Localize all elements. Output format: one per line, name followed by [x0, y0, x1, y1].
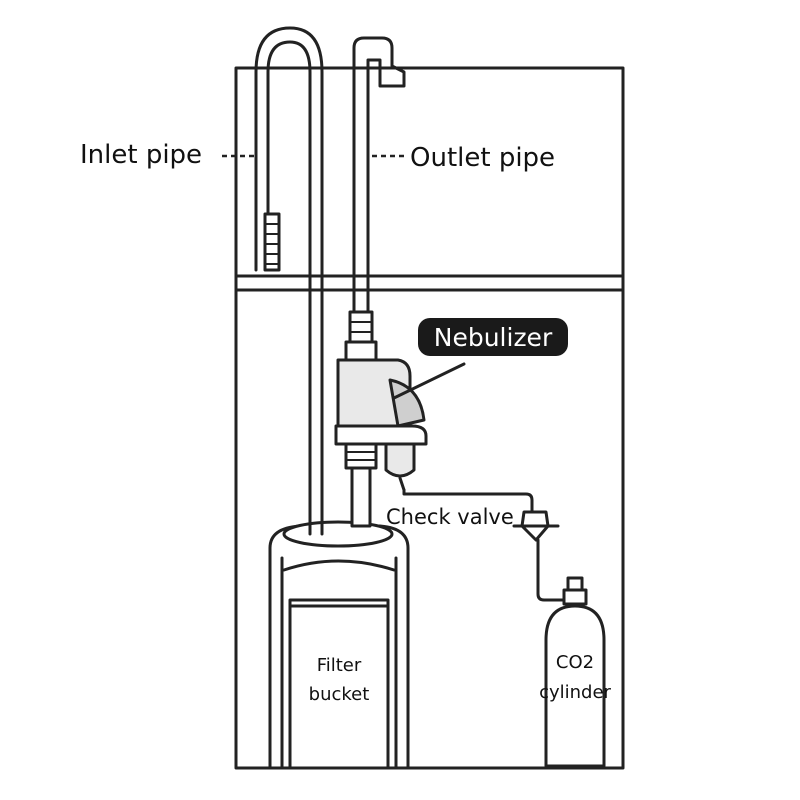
check-valve	[512, 510, 560, 542]
inlet-pipe-label: Inlet pipe	[80, 140, 202, 170]
filter-bucket-label-line1: Filter	[317, 655, 362, 676]
co2-cylinder-label-line1: CO2	[556, 652, 594, 673]
co2-tubing	[402, 488, 570, 602]
nebulizer-label: Nebulizer	[434, 323, 553, 352]
check-valve-label: Check valve	[386, 505, 514, 529]
inlet-pipe	[254, 26, 324, 536]
co2-cylinder	[544, 576, 606, 768]
filter-bucket-label-line2: bucket	[309, 684, 370, 705]
filter-bucket	[268, 520, 410, 770]
nebulizer-label-badge: Nebulizer	[418, 318, 568, 356]
aquarium-tank	[234, 66, 625, 770]
nebulizer	[334, 340, 428, 528]
outlet-pipe	[348, 36, 406, 344]
outlet-pipe-label: Outlet pipe	[410, 143, 555, 173]
co2-cylinder-label-line2: cylinder	[539, 682, 611, 703]
leader-lines	[222, 154, 466, 400]
